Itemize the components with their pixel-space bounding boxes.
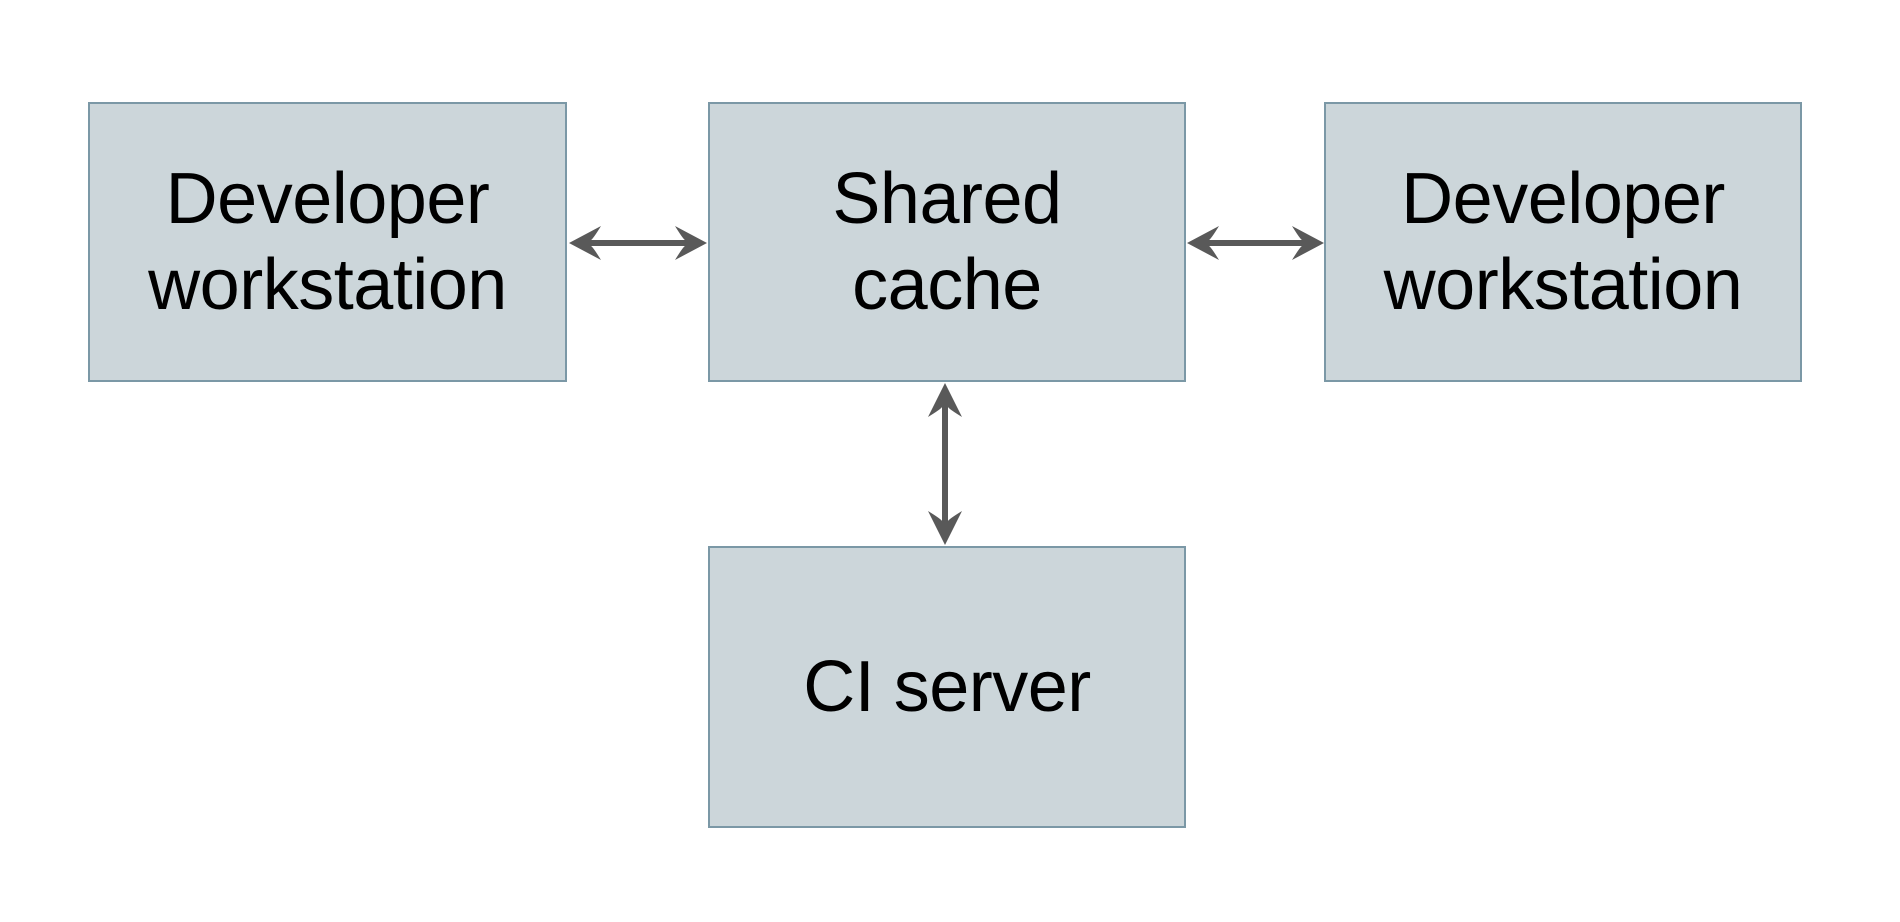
node-label-developer-workstation-left: Developer workstation xyxy=(148,159,507,325)
node-ci-server[interactable]: CI server xyxy=(708,546,1186,828)
node-developer-workstation-left[interactable]: Developer workstation xyxy=(88,102,567,382)
node-label-developer-workstation-right: Developer workstation xyxy=(1383,159,1743,325)
edge-dev-left-shared xyxy=(569,226,707,260)
node-label-shared-cache: Shared cache xyxy=(832,159,1062,325)
edge-shared-dev-right xyxy=(1187,226,1324,260)
node-shared-cache[interactable]: Shared cache xyxy=(708,102,1186,382)
edge-shared-ci xyxy=(928,383,962,545)
node-developer-workstation-right[interactable]: Developer workstation xyxy=(1324,102,1802,382)
node-label-ci-server: CI server xyxy=(803,647,1091,727)
